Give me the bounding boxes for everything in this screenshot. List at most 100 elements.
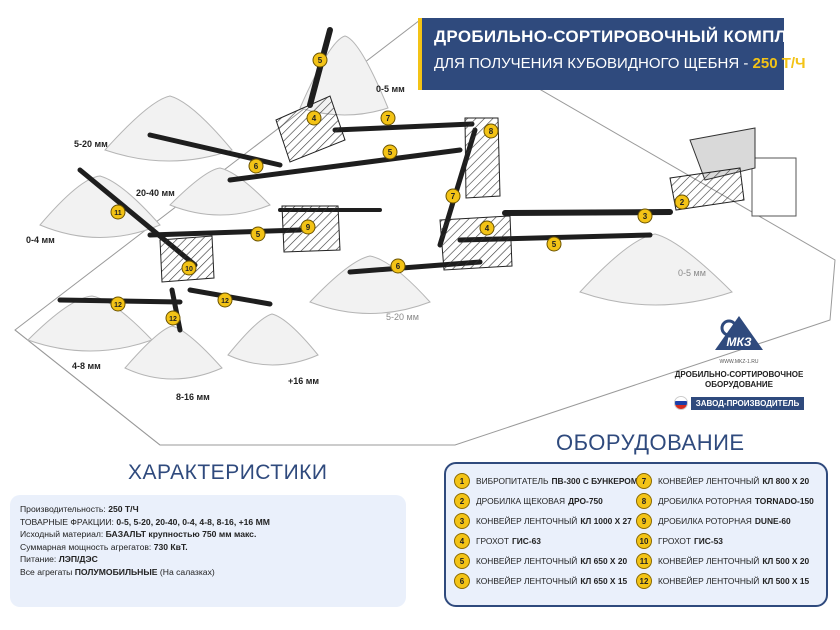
equipment-model: DUNE-60 [754,516,791,526]
equipment-name: КОНВЕЙЕР ЛЕНТОЧНЫЙ [476,576,578,586]
pile-5-20-center [309,255,431,314]
pile-16plus [227,313,319,366]
char-row-fractions: ТОВАРНЫЕ ФРАКЦИИ: 0-5, 5-20, 20-40, 0-4,… [20,516,396,529]
equipment-marker: 5 [250,226,266,242]
equipment-number-badge: 9 [636,513,652,529]
equipment-number-badge: 5 [454,553,470,569]
char-value: БАЗАЛЬТ крупностью 750 мм макс. [105,529,257,540]
equipment-name: ДРОБИЛКА РОТОРНАЯ [658,516,752,526]
char-value: ЛЭП/ДЭС [58,554,98,565]
marker-circle [380,110,396,126]
factory-badge: ЗАВОД-ПРОИЗВОДИТЕЛЬ [690,396,805,410]
equipment-heading: ОБОРУДОВАНИЕ [556,430,745,455]
equipment-number-badge: 8 [636,493,652,509]
marker-number: 3 [643,212,648,221]
equipment-marker: 11 [110,204,126,220]
equipment-name: КОНВЕЙЕР ЛЕНТОЧНЫЙ [658,576,760,586]
pile-0-4 [39,175,161,238]
marker-circle [248,158,264,174]
marker-circle [306,110,322,126]
pile-label-8-16: 8-16 мм [176,392,210,402]
pile-label-0-4: 0-4 мм [26,235,55,245]
marker-circle [637,208,653,224]
pile-4-8 [27,295,153,352]
logo-line-2: ОБОРУДОВАНИЕ [705,380,773,389]
equipment-name: ГРОХОТ [658,536,692,546]
characteristics-heading: ХАРАКТЕРИСТИКИ [128,461,328,484]
char-row-supply: Питание: ЛЭП/ДЭС [20,553,396,566]
pile-label-5-20-left: 5-20 мм [74,139,108,149]
equipment-marker: 6 [390,258,406,274]
marker-circle [483,123,499,139]
equipment-name: КОНВЕЙЕР ЛЕНТОЧНЫЙ [658,476,760,486]
equipment-marker: 5 [546,236,562,252]
marker-circle [382,144,398,160]
equipment-bodies [159,95,513,283]
equipment-model: КЛ 1000 Х 27 [580,516,632,526]
equipment-marker: 12 [165,310,181,326]
characteristics-box: Производительность: 250 Т/Ч ТОВАРНЫЕ ФРА… [10,495,406,607]
marker-number: 7 [386,114,391,123]
pile-label-16plus: +16 мм [288,376,320,386]
char-label: Суммарная мощность агрегатов: [20,541,152,552]
jaw-crusher-station [669,127,797,217]
marker-number: 5 [552,240,557,249]
equipment-name: КОНВЕЙЕР ЛЕНТОЧНЫЙ [658,556,760,566]
marker-number: 6 [396,262,401,271]
marker-number: 7 [451,192,456,201]
marker-number: 12 [169,316,177,323]
equipment-name: ДРОБИЛКА РОТОРНАЯ [658,496,752,506]
equipment-model: TORNADO-150 [754,496,814,506]
marker-number: 4 [312,114,317,123]
screen-4-center [439,215,513,271]
marker-circle [312,52,328,68]
char-row-material: Исходный материал: БАЗАЛЬТ крупностью 75… [20,528,396,541]
stockpiles [27,35,733,380]
pile-label-0-5-right: 0-5 мм [678,268,706,278]
pile-label-0-5-top: 0-5 мм [376,84,405,94]
conveyor-5-left [147,227,303,238]
char-row-mobility: Все агрегаты ПОЛУМОБИЛЬНЫЕ (На салазках) [20,566,396,579]
equipment-number-badge: 6 [454,573,470,589]
equipment-number-badge: 1 [454,473,470,489]
marker-circle [674,194,690,210]
char-label: Питание: [20,554,57,565]
equipment-number-badge: 3 [454,513,470,529]
equipment-model: ПВ-300 С БУНКЕРОМ [551,476,638,486]
russia-flag-icon [673,396,688,410]
title-main: ДРОБИЛЬНО-СОРТИРОВОЧНЫЙ КОМПЛЕКС [434,27,822,46]
marker-number: 5 [388,148,393,157]
equipment-marker: 7 [445,188,461,204]
equipment-marker: 4 [479,220,495,236]
char-value: 730 КвТ. [153,541,188,552]
pile-label-4-8: 4-8 мм [72,361,101,371]
marker-circle [546,236,562,252]
char-label: ТОВАРНЫЕ ФРАКЦИИ: [20,516,114,527]
logo-line-1: ДРОБИЛЬНО-СОРТИРОВОЧНОЕ [674,370,804,379]
conveyor-5-mid [227,147,463,183]
marker-circle [110,204,126,220]
equipment-model: КЛ 650 Х 20 [580,556,628,566]
char-row-capacity: Производительность: 250 Т/Ч [20,503,396,516]
pile-label-5-20-center: 5-20 мм [386,312,419,322]
char-label: Все агрегаты [20,566,73,577]
equipment-name: ВИБРОПИТАТЕЛЬ [476,476,549,486]
factory-row: ЗАВОД-ПРОИЗВОДИТЕЛЬ [664,396,814,410]
pile-20-40 [169,167,271,216]
char-value: 250 Т/Ч [108,504,139,514]
marker-circle [250,226,266,242]
logo-url: WWW.MKZ-1.RU [719,359,759,365]
char-label: Исходный материал: [20,529,104,540]
equipment-model: КЛ 500 Х 20 [762,556,810,566]
equipment-name: ГРОХОТ [476,536,510,546]
